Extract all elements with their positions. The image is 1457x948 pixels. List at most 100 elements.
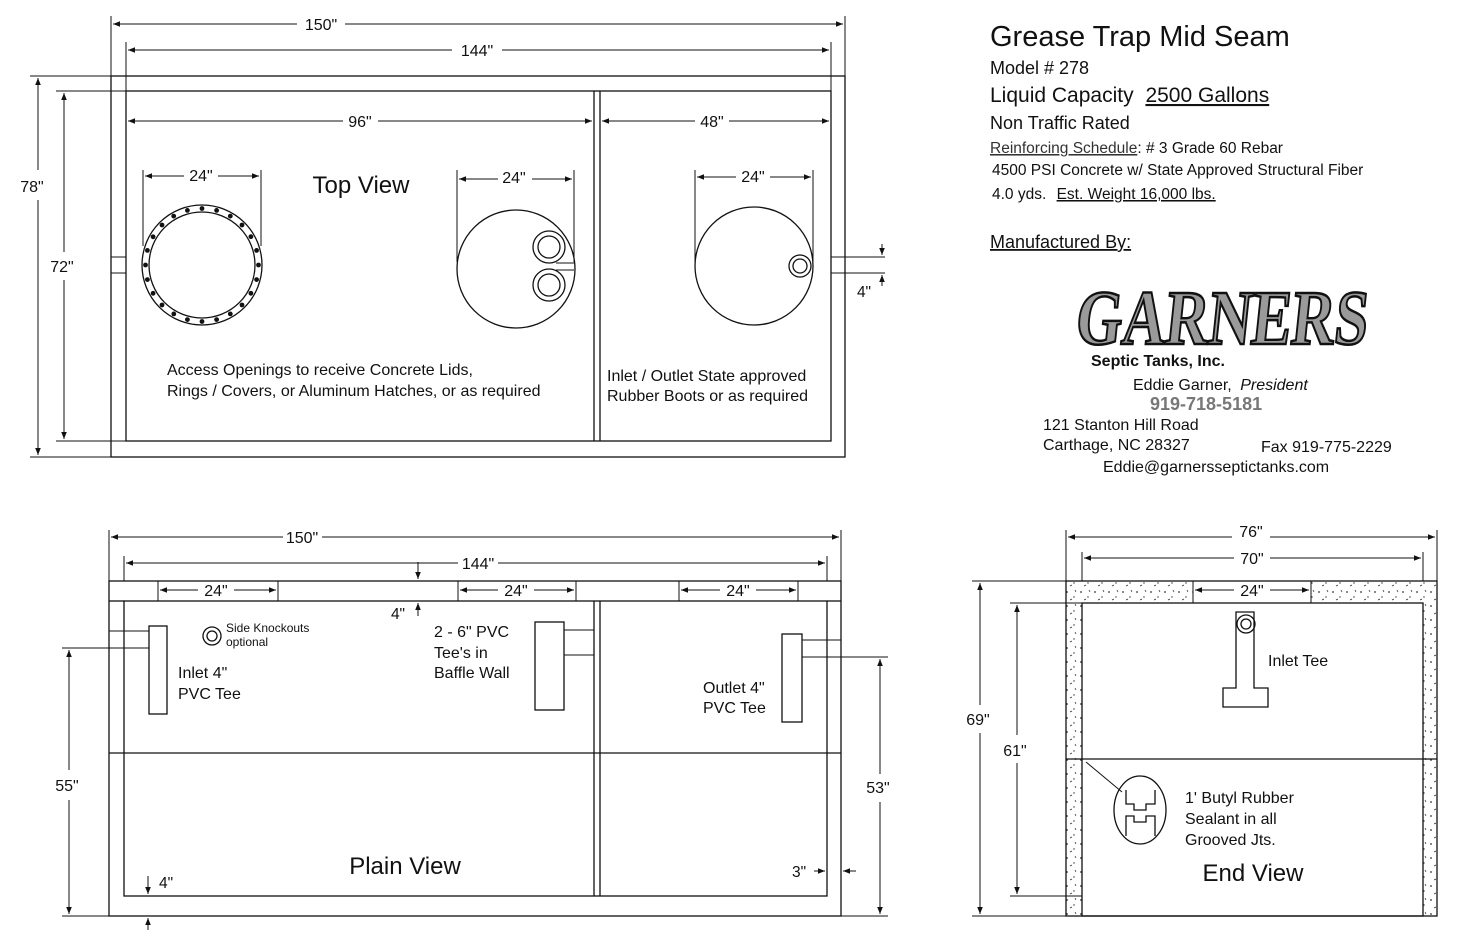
top-dim-72: 72" [50,259,73,276]
top-inner-wall [125,90,832,442]
baffle-note-2: Tee's in [434,645,488,662]
plain-dim-wall: 3" [792,864,806,881]
end-inlet-tee [1222,611,1269,708]
bolt [239,222,245,228]
bolt [159,222,165,228]
bolt [248,234,254,240]
svg-text:Liquid Capacity 2500 Gal: Liquid Capacity 2500 Gallons [990,84,1269,107]
top-dim-open-2: 24" [502,170,525,187]
top-view-label: Top View [313,172,411,199]
outlet-tee [781,633,803,723]
bolt [214,317,220,322]
end-dim-61: 61" [1003,743,1026,760]
company-role: President [1240,377,1308,394]
plain-dim-open-2: 24" [504,583,527,600]
inlet-note-1: Inlet 4" [178,665,227,682]
plain-dim-150: 150" [286,530,318,547]
yards: 4.0 yds. [992,186,1046,203]
plain-view: 150" 144" 24" 24" 24" 4" Side Knockouts … [55,530,890,930]
traffic-rating: Non Traffic Rated [990,113,1130,133]
sealant-note-3: Grooved Jts. [1185,832,1276,849]
svg-text:Reinforcing Schedule: # 3 Gra: Reinforcing Schedule: # 3 Grade 60 Rebar [990,140,1283,157]
bolt [239,302,245,308]
bolt [185,208,190,213]
bolt [145,248,150,253]
end-dim-70: 70" [1240,551,1263,568]
company-fax: Fax 919-775-2229 [1261,439,1392,456]
bolt [254,277,259,282]
end-view-label: End View [1203,860,1305,887]
plain-outer-wall [108,580,842,917]
baffle-tee [534,621,565,711]
plain-dim-55: 55" [55,778,78,795]
access-opening-2 [456,209,576,329]
bolt [254,248,259,253]
knockout-note-1: Side Knockouts [226,621,309,635]
baffle-note-1: 2 - 6" PVC [434,624,509,641]
plain-view-label: Plain View [349,853,461,880]
top-dim-4: 4" [857,284,871,301]
top-dim-48: 48" [700,114,723,131]
access-opening-1 [141,204,263,326]
outlet-note-2: PVC Tee [703,700,766,717]
top-dim-96: 96" [348,114,371,131]
bolt [199,319,205,324]
end-dim-open: 24" [1240,583,1263,600]
baffle-note-3: Baffle Wall [434,665,510,682]
bolt [227,311,233,317]
company-city: Carthage, NC 28327 [1043,437,1190,454]
company-logo: GARNERS [1072,274,1373,361]
company-phone: 919-718-5181 [1150,394,1262,414]
plain-dim-lid: 4" [391,606,405,623]
svg-text:Eddie Garner, President: Eddie Garner, President [1133,377,1308,394]
inlet-tee-label: Inlet Tee [1268,653,1328,670]
title: Grease Trap Mid Seam [990,21,1290,53]
end-dim-69: 69" [966,712,989,729]
plain-inner-wall [123,600,828,897]
sealant-note-2: Sealant in all [1185,811,1277,828]
concrete-spec: 4500 PSI Concrete w/ State Approved Stru… [992,162,1363,179]
capacity-label: Liquid Capacity [990,84,1134,107]
bolt [145,277,150,282]
bolt [159,302,165,308]
bolt [214,208,220,213]
bolt [185,317,190,322]
bolt [199,206,205,211]
bolt [171,213,177,219]
bolt [227,213,233,219]
company-email: Eddie@garnersseptictanks.com [1103,459,1329,476]
inlet-tee [148,625,168,715]
bolt [248,290,254,296]
access-note-2: Rings / Covers, or Aluminum Hatches, or … [167,383,540,400]
company-street: 121 Stanton Hill Road [1043,417,1199,434]
access-note-1: Access Openings to receive Concrete Lids… [167,362,473,379]
end-dim-76: 76" [1239,524,1262,541]
inlet-note-2: PVC Tee [178,686,241,703]
model-number: Model # 278 [990,58,1089,78]
boot-note-1: Inlet / Outlet State approved [607,368,806,385]
rebar-value: # 3 Grade 60 Rebar [1146,140,1283,157]
bolt [256,262,261,268]
bolt [171,311,177,317]
svg-text:4.0 yds. Est. Weight 16,: 4.0 yds. Est. Weight 16,000 lbs. [992,186,1216,203]
bolt [143,262,148,268]
knockout-note-2: optional [226,635,268,649]
side-knockout [202,626,222,646]
joint-detail [1113,775,1167,845]
top-dim-open-1: 24" [189,168,212,185]
capacity-value: 2500 Gallons [1145,84,1269,107]
top-dim-144: 144" [461,43,493,60]
top-dim-open-3: 24" [741,169,764,186]
bolt [150,234,156,240]
top-outer-wall [110,75,846,458]
plain-dim-floor: 4" [159,875,173,892]
top-dim-150: 150" [305,17,337,34]
plain-dim-144: 144" [462,556,494,573]
top-dim-78: 78" [20,179,43,196]
title-block: Grease Trap Mid Seam Model # 278 Liquid … [990,21,1392,476]
company-person: Eddie Garner, [1133,377,1232,394]
rebar-label: Reinforcing Schedule [990,140,1137,157]
sealant-note-1: 1' Butyl Rubber [1185,790,1295,807]
end-view: 76" 70" 24" 69" 61" Inlet Tee 1' Butyl R… [966,524,1438,917]
